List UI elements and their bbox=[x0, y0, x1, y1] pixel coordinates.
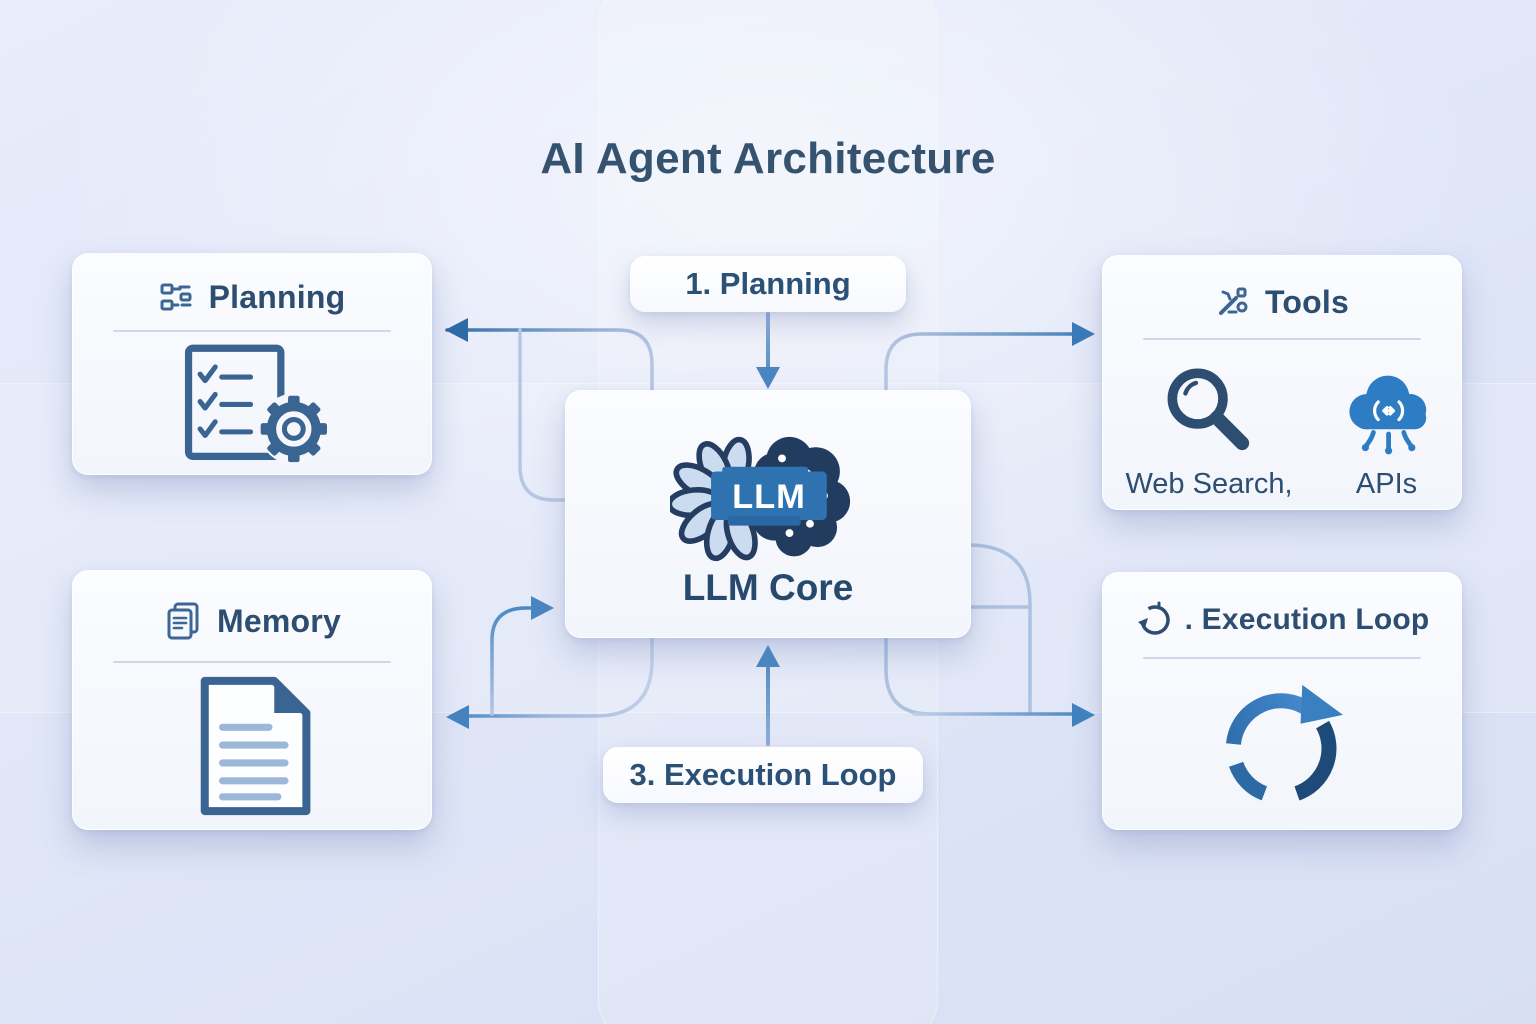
arrowhead-right-execution bbox=[1072, 703, 1095, 727]
tool-label-web-search: Web Search, bbox=[1125, 468, 1293, 500]
cloud-api-icon bbox=[1348, 375, 1426, 455]
tools-card-header: Tools bbox=[1103, 256, 1461, 338]
tools-card: Tools Web Search, bbox=[1102, 255, 1462, 510]
llm-core-card: LLM LLM Core bbox=[565, 390, 971, 638]
execution-card-divider bbox=[1143, 657, 1421, 659]
arrowhead-right-tools bbox=[1072, 322, 1095, 346]
execution-card-body bbox=[1103, 659, 1461, 829]
checklist-gear-icon bbox=[184, 344, 330, 465]
planning-card: Planning bbox=[72, 253, 432, 475]
connector-exec-bottom bbox=[884, 636, 932, 716]
execution-loop-card: . Execution Loop bbox=[1102, 572, 1462, 830]
memory-card-title: Memory bbox=[217, 602, 341, 639]
brain-icon: LLM bbox=[670, 436, 851, 562]
tools-card-title: Tools bbox=[1265, 283, 1349, 320]
arrowhead-down-llm bbox=[756, 367, 780, 389]
execution-card-header: . Execution Loop bbox=[1103, 573, 1461, 657]
workflow-icon bbox=[160, 283, 192, 311]
tools-card-divider bbox=[1143, 338, 1421, 340]
memory-card-divider bbox=[113, 661, 391, 663]
planning-card-body bbox=[73, 332, 431, 474]
flow-label-execution: 3. Execution Loop bbox=[603, 747, 923, 803]
document-icon bbox=[200, 676, 311, 816]
tool-label-apis: APIs bbox=[1355, 468, 1418, 500]
magnifier-icon bbox=[1167, 368, 1250, 451]
page-title: AI Agent Architecture bbox=[540, 134, 996, 183]
planning-card-header: Planning bbox=[73, 254, 431, 330]
flow-label-planning-text: 1. Planning bbox=[685, 266, 851, 301]
arrowhead-right-llm bbox=[531, 596, 554, 620]
flow-label-planning: 1. Planning bbox=[630, 256, 906, 312]
connector-exec-top bbox=[966, 543, 1032, 714]
connector-planning-branch bbox=[518, 328, 568, 502]
documents-icon bbox=[167, 602, 199, 640]
llm-core-label: LLM Core bbox=[682, 567, 854, 608]
loop-arrow-icon bbox=[1226, 684, 1343, 801]
tools-card-body: Web Search, bbox=[1103, 340, 1461, 509]
arrowhead-left-planning bbox=[445, 318, 468, 342]
llm-badge-text: LLM bbox=[732, 478, 806, 516]
arrowhead-left-memory bbox=[446, 705, 469, 729]
planning-card-title: Planning bbox=[208, 278, 346, 315]
connector-memory-return bbox=[490, 606, 544, 716]
memory-card-body bbox=[73, 663, 431, 829]
tool-item-web-search: Web Search, bbox=[1125, 362, 1293, 501]
tools-icon bbox=[1219, 287, 1248, 315]
connector-to-tools bbox=[884, 332, 1085, 400]
tool-item-apis: APIs bbox=[1335, 362, 1439, 501]
memory-card-header: Memory bbox=[73, 571, 431, 661]
flow-label-execution-text: 3. Execution Loop bbox=[629, 757, 897, 792]
planning-card-divider bbox=[113, 330, 391, 332]
execution-card-title: . Execution Loop bbox=[1184, 603, 1430, 636]
connector-to-planning bbox=[445, 328, 654, 402]
refresh-circle-icon bbox=[1137, 601, 1170, 635]
arrowhead-up-llm bbox=[756, 645, 780, 667]
memory-card: Memory bbox=[72, 570, 432, 830]
connector-to-memory bbox=[450, 634, 654, 718]
